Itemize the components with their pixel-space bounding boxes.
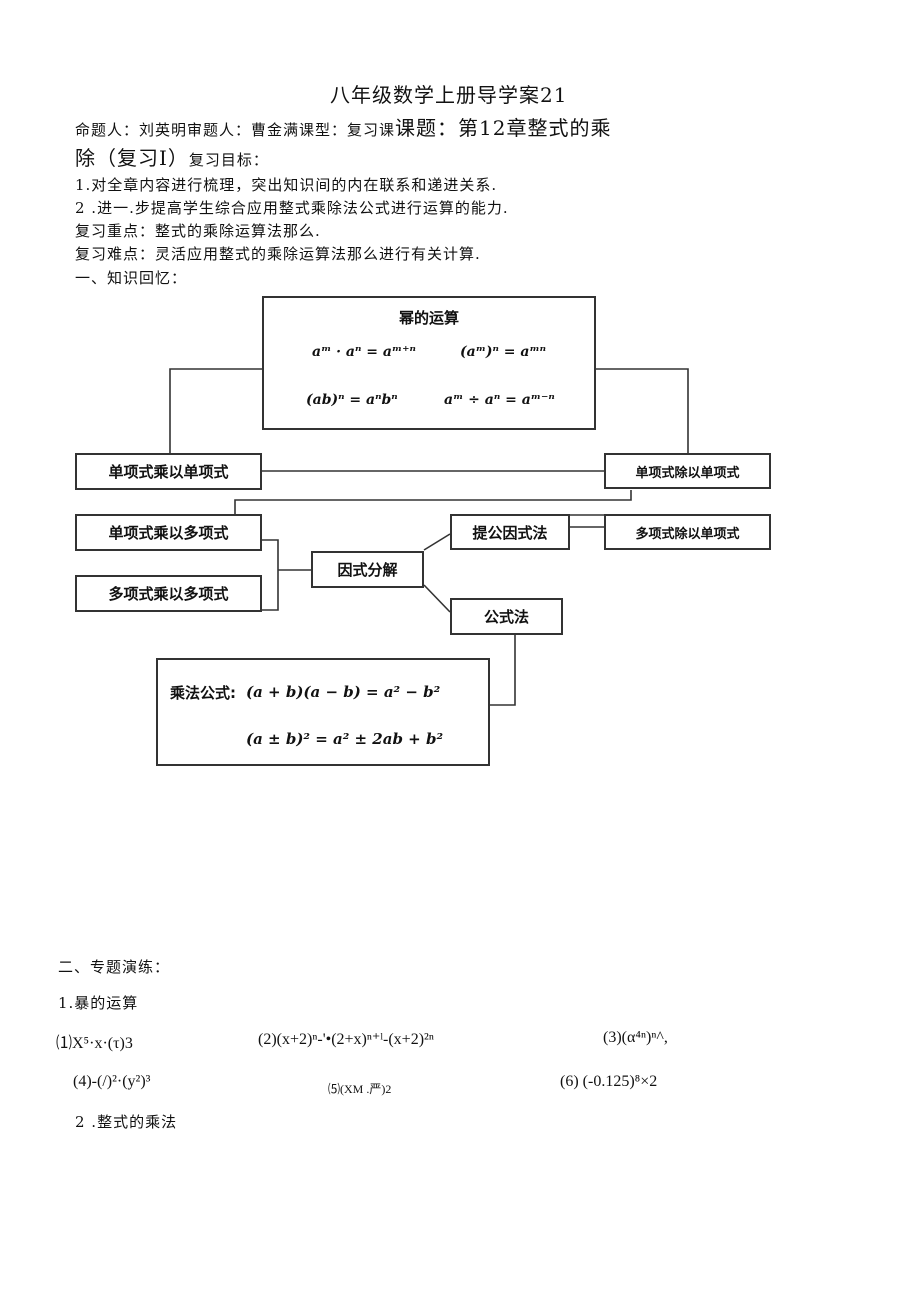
box-mono-times-poly: 单项式乘以多项式 bbox=[75, 514, 262, 551]
power-operations-title: 幂的运算 bbox=[398, 309, 459, 327]
exercise-3: (3)(α⁴ⁿ)ⁿ^, bbox=[603, 1029, 668, 1046]
section-practice: 二、专题演练： bbox=[58, 958, 171, 976]
power-rule-quotient: aᵐ ÷ aⁿ = aᵐ⁻ⁿ bbox=[444, 392, 555, 408]
box-mono-times-mono: 单项式乘以单项式 bbox=[75, 453, 262, 490]
objective-2: 2 .进一.步提高学生综合应用整式乘除法公式进行运算的能力. bbox=[75, 199, 509, 217]
difference-of-squares: (a + b)(a − b) = a² − b² bbox=[246, 683, 441, 701]
power-rule-power: (aᵐ)ⁿ = aᵐⁿ bbox=[460, 344, 547, 360]
topic-polynomial-multiplication: 2 .整式的乘法 bbox=[75, 1113, 178, 1131]
exercise-4: (4)-(/)²·(y²)³ bbox=[73, 1073, 151, 1090]
lesson-topic: 课题：第12章整式的乘 bbox=[395, 116, 612, 140]
exercise-1: ⑴X⁵·x·(τ)3 bbox=[56, 1035, 133, 1052]
box-formula-method: 公式法 bbox=[450, 598, 563, 635]
mult-formula-label: 乘法公式: bbox=[170, 684, 236, 702]
review-focus: 复习重点：整式的乘除运算法那么. bbox=[75, 222, 321, 240]
power-rule-product: aᵐ · aⁿ = aᵐ⁺ⁿ bbox=[312, 344, 416, 360]
power-rule-product-power: (ab)ⁿ = aⁿbⁿ bbox=[306, 392, 398, 408]
author-info: 命题人：刘英明审题人：曹金满课型：复习课 bbox=[75, 121, 396, 139]
exercise-2: (2)(x+2)ⁿ-'•(2+x)ⁿ⁺ˡ-(x+2)²ⁿ bbox=[258, 1031, 434, 1048]
page-title: 八年级数学上册导学案21 bbox=[330, 83, 568, 107]
box-poly-div-mono: 多项式除以单项式 bbox=[604, 514, 771, 550]
box-factorization: 因式分解 bbox=[311, 551, 424, 588]
lesson-topic-cont: 除（复习Ⅰ） bbox=[75, 146, 189, 170]
review-difficulty: 复习难点：灵活应用整式的乘除运算法那么进行有关计算. bbox=[75, 245, 481, 263]
objective-1: 1.对全章内容进行梳理，突出知识间的内在联系和递进关系. bbox=[75, 176, 498, 194]
header-line-1: 命题人：刘英明审题人：曹金满课型：复习课课题：第12章整式的乘 bbox=[75, 112, 611, 141]
power-operations-box: 幂的运算 aᵐ · aⁿ = aᵐ⁺ⁿ (aᵐ)ⁿ = aᵐⁿ (ab)ⁿ = … bbox=[262, 296, 596, 430]
header-line-2: 除（复习Ⅰ）复习目标： bbox=[75, 142, 269, 171]
objectives-heading: 复习目标： bbox=[188, 151, 269, 169]
section-knowledge-review: 一、知识回忆： bbox=[75, 269, 188, 287]
perfect-square: (a ± b)² = a² ± 2ab + b² bbox=[246, 730, 444, 748]
box-poly-times-poly: 多项式乘以多项式 bbox=[75, 575, 262, 612]
exercise-5: ⑸(XM .严)2 bbox=[328, 1082, 392, 1096]
topic-power-operations: 1.暴的运算 bbox=[58, 994, 139, 1012]
box-mono-div-mono: 单项式除以单项式 bbox=[604, 453, 771, 489]
box-common-factor: 提公因式法 bbox=[450, 514, 570, 550]
multiplication-formula-box: 乘法公式: (a + b)(a − b) = a² − b² (a ± b)² … bbox=[156, 658, 490, 766]
exercise-6: (6) (-0.125)⁸×2 bbox=[560, 1073, 658, 1090]
